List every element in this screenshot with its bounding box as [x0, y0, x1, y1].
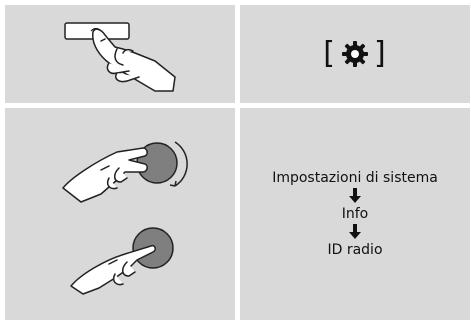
- step-press-button-cell: [5, 5, 235, 103]
- arrow-down-icon: [349, 224, 361, 239]
- knob-illustrations: [62, 141, 188, 295]
- pressing-hand-icon: [70, 244, 156, 295]
- hand-pressing-knob-illustration: [70, 227, 174, 295]
- step-settings-key-cell: [ ]: [240, 5, 470, 103]
- close-bracket: ]: [374, 36, 387, 71]
- menu-path-item-system-settings: Impostazioni di sistema: [272, 170, 438, 186]
- menu-path-item-radio-id: ID radio: [327, 242, 383, 258]
- rotate-arrow-icon: [174, 141, 188, 187]
- settings-key-label: [ ]: [323, 39, 386, 69]
- arrow-down-icon: [349, 188, 361, 203]
- menu-path-item-info: Info: [341, 206, 369, 222]
- menu-path: Impostazioni di sistema Info ID radio: [272, 169, 438, 259]
- step-menu-path-cell: Impostazioni di sistema Info ID radio: [240, 108, 470, 320]
- hand-turning-knob-illustration: [62, 141, 188, 203]
- step-knob-cell: [5, 108, 235, 320]
- hand-pressing-button-illustration: [64, 22, 176, 92]
- gear-icon: [342, 41, 368, 67]
- hand-icon: [62, 147, 148, 203]
- open-bracket: [: [323, 36, 336, 71]
- pointing-hand-icon: [92, 28, 176, 92]
